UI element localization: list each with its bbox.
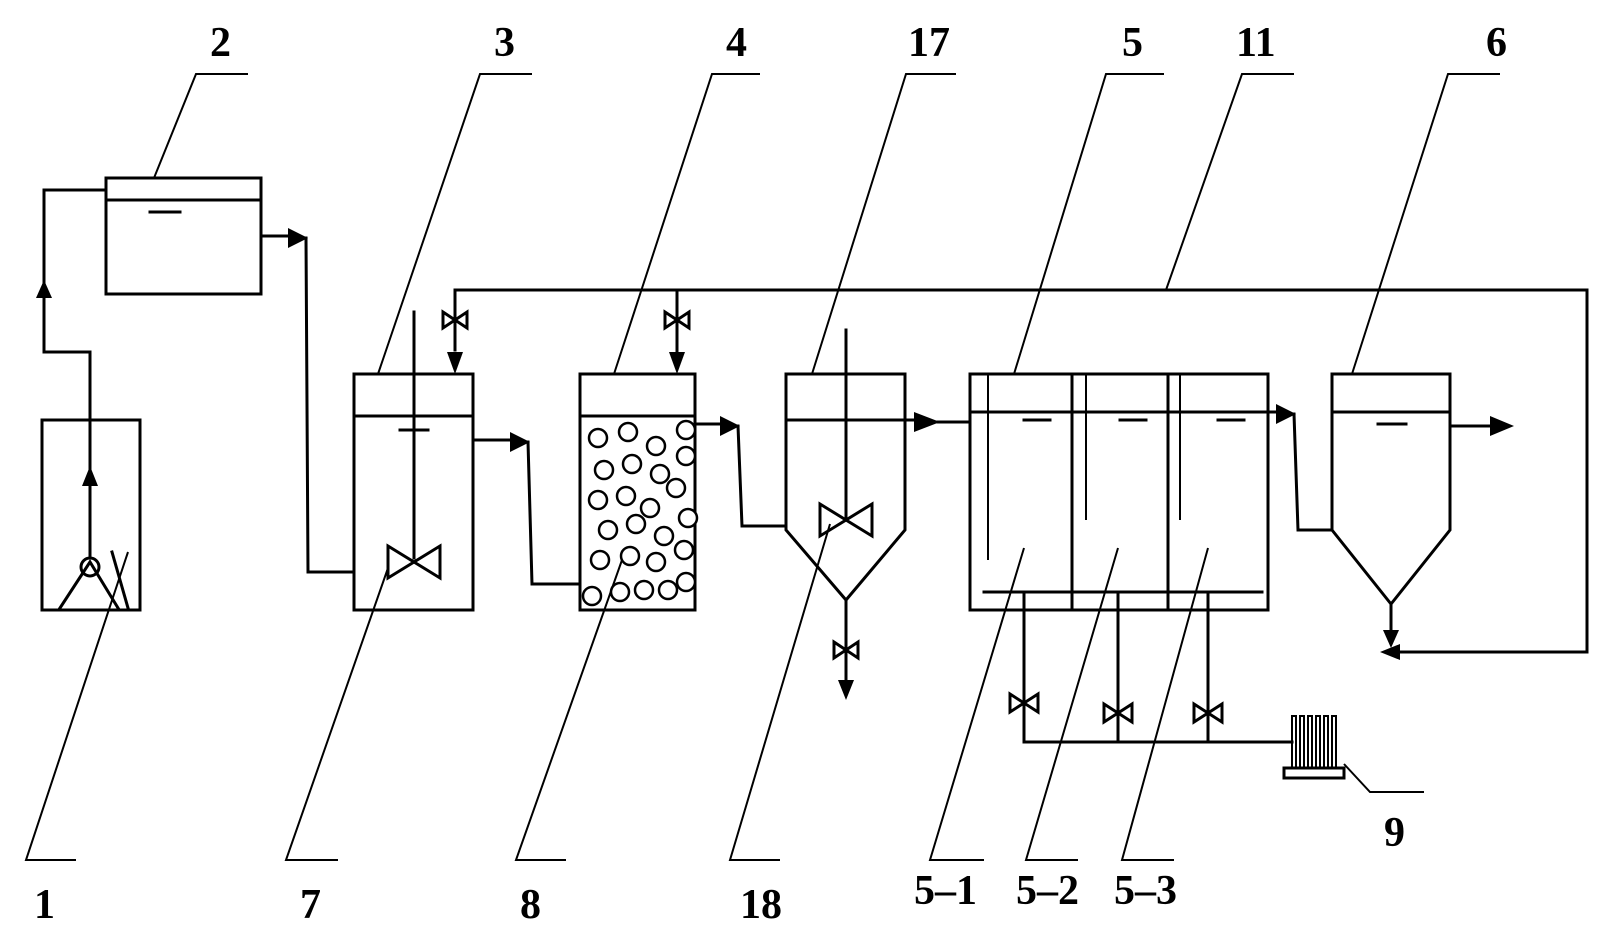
media-ball [645, 551, 667, 573]
pipe-mixtank-to-filter [471, 432, 580, 586]
media-ball [649, 463, 671, 485]
pump-tank [40, 418, 142, 612]
label-6: 6 [1486, 20, 1507, 66]
label-8: 8 [520, 882, 541, 928]
media-ball [639, 497, 661, 519]
media-ball [645, 435, 667, 457]
pipe-filter-to-settler [693, 416, 788, 528]
media-ball [581, 585, 603, 607]
label-18: 18 [740, 882, 782, 928]
label-5-1: 5–1 [914, 868, 977, 914]
media-ball [675, 419, 697, 441]
pipe-pump-to-headtank [36, 188, 108, 422]
media-ball [597, 519, 619, 541]
media-ball [587, 427, 609, 449]
reactor [968, 372, 1270, 612]
label-5-3: 5–3 [1114, 868, 1177, 914]
pipe-settler-to-reactor [903, 412, 972, 432]
media-ball [675, 571, 697, 593]
pipe-reactor-to-settler [1266, 404, 1334, 532]
label-11: 11 [1236, 20, 1276, 66]
media-ball [653, 525, 675, 547]
media-ball [615, 485, 637, 507]
leader-lines [24, 73, 1500, 861]
media-ball [677, 507, 699, 529]
return-line [441, 288, 1589, 660]
media-ball [665, 477, 687, 499]
media-ball [621, 453, 643, 475]
media-ball [593, 459, 615, 481]
label-1: 1 [34, 882, 55, 928]
label-9: 9 [1384, 810, 1405, 856]
media-ball [587, 489, 609, 511]
label-5-2: 5–2 [1016, 868, 1079, 914]
label-3: 3 [494, 20, 515, 66]
filter-media [581, 419, 699, 607]
label-7: 7 [300, 882, 321, 928]
settler-b [1330, 372, 1514, 648]
media-ball [619, 545, 641, 567]
settler-a [784, 328, 907, 700]
media-ball [633, 579, 655, 601]
media-ball [673, 539, 695, 561]
media-ball [625, 513, 647, 535]
label-4: 4 [726, 20, 747, 66]
media-ball [617, 421, 639, 443]
head-tank [104, 176, 263, 296]
mix-tank [352, 310, 475, 612]
media-ball [657, 579, 679, 601]
media-ball [589, 549, 611, 571]
pipe-headtank-to-mixtank [259, 228, 354, 574]
label-2: 2 [210, 20, 231, 66]
aeration-lines [1008, 590, 1294, 744]
labels: 2 3 4 17 5 11 6 1 7 8 18 5–1 5–2 5–3 9 [34, 20, 1507, 928]
label-17: 17 [908, 20, 950, 66]
label-5: 5 [1122, 20, 1143, 66]
media-ball [675, 445, 697, 467]
blower [1282, 715, 1346, 780]
